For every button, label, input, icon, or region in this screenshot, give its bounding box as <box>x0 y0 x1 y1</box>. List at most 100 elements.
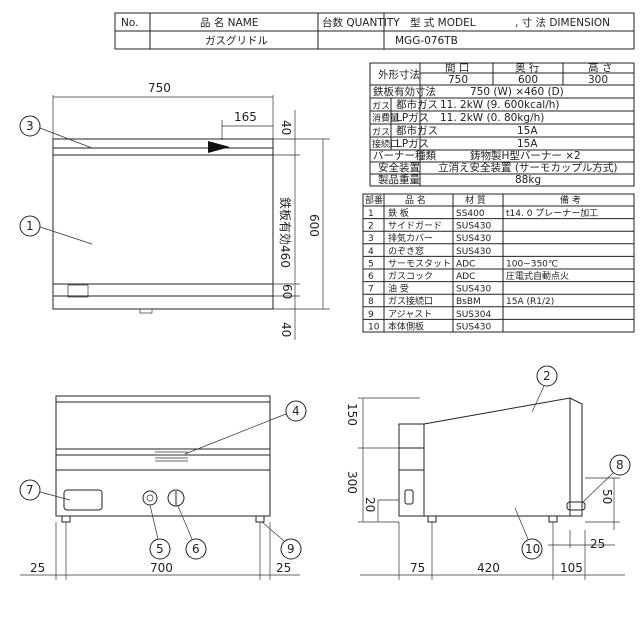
callout-6-label: 6 <box>192 542 200 556</box>
parts-cell-name: のぞき窓 <box>388 245 424 257</box>
spec-row-value: 11. 2kW (0. 80kg/h) <box>440 112 544 124</box>
dim-top-40b: 40 <box>279 322 293 337</box>
adjuster-foot <box>427 515 437 523</box>
gas-inlet-arrow-icon <box>208 141 230 153</box>
product-name: ガスグリドル <box>205 34 268 47</box>
parts-cell-name: サーモスタット <box>388 258 451 269</box>
dim-side-150: 150 <box>345 403 359 426</box>
spec-row-value: 15A <box>517 138 538 150</box>
dim-side-420: 420 <box>477 561 500 575</box>
parts-cell-name: アジャスト <box>388 310 432 320</box>
adjuster-foot <box>255 515 265 523</box>
spec-gas-group: 消費量 <box>372 112 399 124</box>
spec-row-value: 88kg <box>515 174 541 186</box>
model-number: MGG-076TB <box>395 35 458 47</box>
parts-cell-name: 排気カバー <box>388 232 433 244</box>
spec-row-label: 都市ガス <box>396 124 438 137</box>
dim-top-width: 750 <box>148 81 171 95</box>
dim-front-25b: 25 <box>276 561 291 575</box>
spec-col-w: 間 口 <box>445 62 469 74</box>
parts-cell-no: 5 <box>368 259 374 269</box>
spec-row-label: 都市ガス <box>396 98 438 111</box>
dim-top-40a: 40 <box>279 120 293 135</box>
dim-top-60: 60 <box>280 284 294 299</box>
front-view: 25 700 25 4 7 5 6 9 <box>19 395 307 580</box>
callout-1-label: 1 <box>26 219 34 233</box>
callout-4 <box>285 400 307 422</box>
callout-10 <box>521 538 543 560</box>
spec-row-label: LPガス <box>396 138 429 150</box>
spec-row-label: LPガス <box>396 112 429 124</box>
spec-row-label: 製品重量 <box>378 173 420 186</box>
callout-9-label: 9 <box>287 542 295 556</box>
spec-h: 300 <box>588 74 608 86</box>
parts-cell-material: SUS430 <box>456 285 491 295</box>
parts-cell-no: 8 <box>368 297 374 307</box>
parts-cell-note: 15A (R1/2) <box>506 297 554 307</box>
parts-cell-no: 10 <box>368 322 380 332</box>
spec-row-label: 安全装置 <box>378 161 420 174</box>
parts-cell-name: ガスコック <box>388 271 433 282</box>
title-model-label: 型 式 MODEL <box>410 16 476 29</box>
spec-table: 外形寸法 間 口 奥 行 高 さ 750 600 300 鉄板有効寸法 750 … <box>369 61 635 187</box>
callout-7 <box>19 479 41 501</box>
sight-window <box>155 451 188 462</box>
parts-cell-material: SUS430 <box>456 222 491 232</box>
adjuster-foot <box>548 515 558 523</box>
callout-4-label: 4 <box>292 404 300 418</box>
callout-2-label: 2 <box>543 369 551 383</box>
spec-gas-group: ガス <box>372 127 390 138</box>
parts-cell-name: 本体側板 <box>388 320 424 332</box>
spec-row-label: バーナー種類 <box>373 149 436 162</box>
parts-cell-name: ガス接続口 <box>388 295 433 307</box>
dim-top-460: 鉄板有効460 <box>278 197 293 268</box>
callout-3 <box>19 115 41 137</box>
parts-cell-name: サイドガード <box>388 221 442 232</box>
spec-outer-label: 外形寸法 <box>378 68 420 81</box>
parts-cell-material: SUS304 <box>456 310 491 320</box>
dim-side-75: 75 <box>410 561 425 575</box>
dim-top-600: 600 <box>307 214 321 237</box>
side-knob <box>404 489 414 505</box>
parts-cell-no: 3 <box>368 234 374 244</box>
title-qty-label: 台数 QUANTITY <box>322 16 400 29</box>
parts-cell-material: SUS430 <box>456 234 491 244</box>
parts-header-name: 品 名 <box>405 194 426 206</box>
parts-cell-material: SUS430 <box>456 247 491 257</box>
dim-side-25: 25 <box>590 537 605 551</box>
parts-cell-note: t14. 0 プレーナー加工 <box>506 208 598 219</box>
callout-5 <box>149 538 171 560</box>
callout-1 <box>19 215 41 237</box>
spec-gas-group: 接続口 <box>372 138 399 150</box>
side-view: 150 300 20 50 25 75 420 105 2 8 10 <box>345 365 631 580</box>
spec-row-label: 鉄板有効寸法 <box>373 85 436 98</box>
parts-cell-note: 100~350℃ <box>506 259 558 269</box>
parts-cell-no: 1 <box>368 209 374 219</box>
parts-cell-name: 油 受 <box>388 283 409 295</box>
title-name-label: 品 名 NAME <box>200 16 258 29</box>
callout-8-label: 8 <box>616 458 624 472</box>
gas-inlet <box>566 501 586 511</box>
spec-gas-group: ガス <box>372 101 390 112</box>
parts-cell-no: 4 <box>368 247 374 257</box>
callout-3-label: 3 <box>26 119 34 133</box>
title-block: No. 品 名 NAME 台数 QUANTITY 型 式 MODEL , 寸 法… <box>114 12 635 50</box>
parts-cell-material: BsBM <box>456 297 481 307</box>
callout-9 <box>280 538 302 560</box>
adjuster-foot <box>61 515 71 523</box>
title-dimension-label: , 寸 法 DIMENSION <box>515 16 610 29</box>
oil-tray <box>63 489 103 511</box>
parts-cell-no: 9 <box>368 310 374 320</box>
callout-10-label: 10 <box>525 542 540 556</box>
spec-row-value: 立消え安全装置 (サーモカップル方式) <box>438 161 618 174</box>
dim-side-50: 50 <box>600 489 614 504</box>
top-view: 750 165 40 鉄板有効460 600 60 40 3 1 <box>19 81 330 340</box>
dim-front-700: 700 <box>150 561 173 575</box>
callout-6 <box>185 538 207 560</box>
parts-cell-no: 7 <box>368 285 374 295</box>
dim-side-300: 300 <box>345 471 359 494</box>
dim-top-165: 165 <box>234 110 257 124</box>
dim-side-20: 20 <box>363 497 377 512</box>
